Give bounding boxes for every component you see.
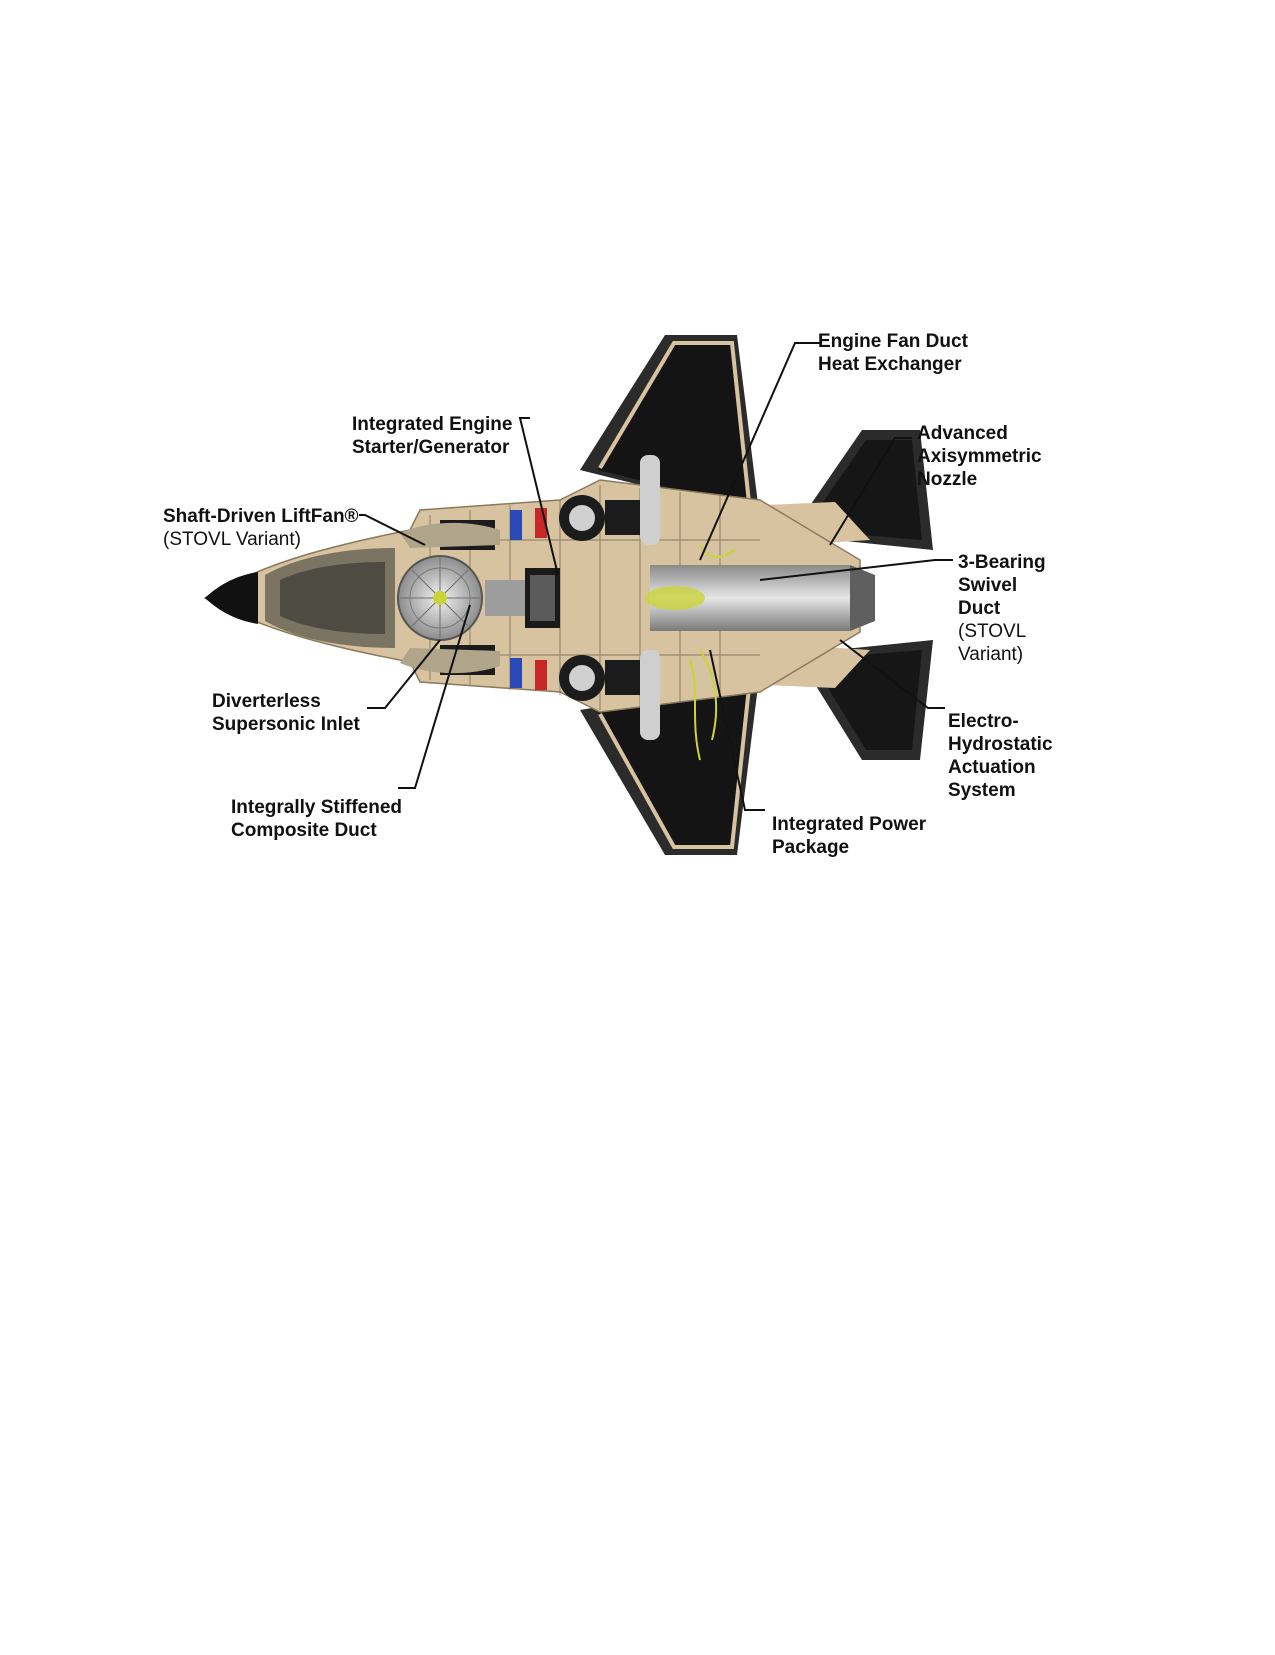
intake-ducts <box>400 522 500 674</box>
callout-line: Starter/Generator <box>352 437 510 458</box>
callout-line: Integrated Power <box>772 814 927 835</box>
callout-line: Hydrostatic <box>948 734 1053 755</box>
callout-line: Package <box>772 837 850 858</box>
drive-shaft <box>485 568 560 628</box>
callout-line: Diverterless <box>212 691 321 712</box>
callout-line: Nozzle <box>917 469 978 490</box>
label-integrated-engine-starter-generator: Integrated Engine Starter/Generator <box>352 413 512 459</box>
callout-line: Heat Exchanger <box>818 354 962 375</box>
weapon-bays <box>640 455 660 740</box>
upper-wing <box>580 335 760 520</box>
label-three-bearing-swivel-duct: 3-Bearing Swivel Duct (STOVL Variant) <box>958 551 1046 666</box>
callout-line: Duct <box>958 598 1001 619</box>
fuel-tanks <box>510 508 547 690</box>
callout-line: 3-Bearing <box>958 552 1046 573</box>
label-electro-hydrostatic-actuation-system: Electro- Hydrostatic Actuation System <box>948 710 1053 802</box>
callout-line: Axisymmetric <box>917 446 1042 467</box>
callout-line: Engine Fan Duct <box>818 331 968 352</box>
callout-line: Variant) <box>958 644 1024 665</box>
callout-line: Shaft-Driven LiftFan® <box>163 506 359 527</box>
callout-line: Electro- <box>948 711 1019 732</box>
callout-line: Swivel <box>958 575 1018 596</box>
callout-line: Actuation <box>948 757 1036 778</box>
callout-line: Supersonic Inlet <box>212 714 360 735</box>
label-integrally-stiffened-composite-duct: Integrally Stiffened Composite Duct <box>231 796 402 842</box>
label-advanced-axisymmetric-nozzle: Advanced Axisymmetric Nozzle <box>917 422 1042 491</box>
label-integrated-power-package: Integrated Power Package <box>772 813 926 859</box>
landing-gear <box>559 495 605 701</box>
engine <box>645 544 875 761</box>
callout-line: Integrally Stiffened <box>231 797 403 818</box>
callout-line: Advanced <box>917 423 1008 444</box>
callout-line: System <box>948 780 1016 801</box>
label-shaft-driven-liftfan: Shaft-Driven LiftFan® (STOVL Variant) <box>163 505 359 551</box>
callout-line: Integrated Engine <box>352 414 513 435</box>
leader-lines <box>359 342 953 811</box>
label-diverterless-supersonic-inlet: Diverterless Supersonic Inlet <box>212 690 360 736</box>
callout-line: (STOVL Variant) <box>163 529 301 550</box>
liftfan <box>397 555 483 641</box>
callout-line: Composite Duct <box>231 820 377 841</box>
callout-line: (STOVL <box>958 621 1027 642</box>
label-engine-fan-duct-heat-exchanger: Engine Fan Duct Heat Exchanger <box>818 330 968 376</box>
